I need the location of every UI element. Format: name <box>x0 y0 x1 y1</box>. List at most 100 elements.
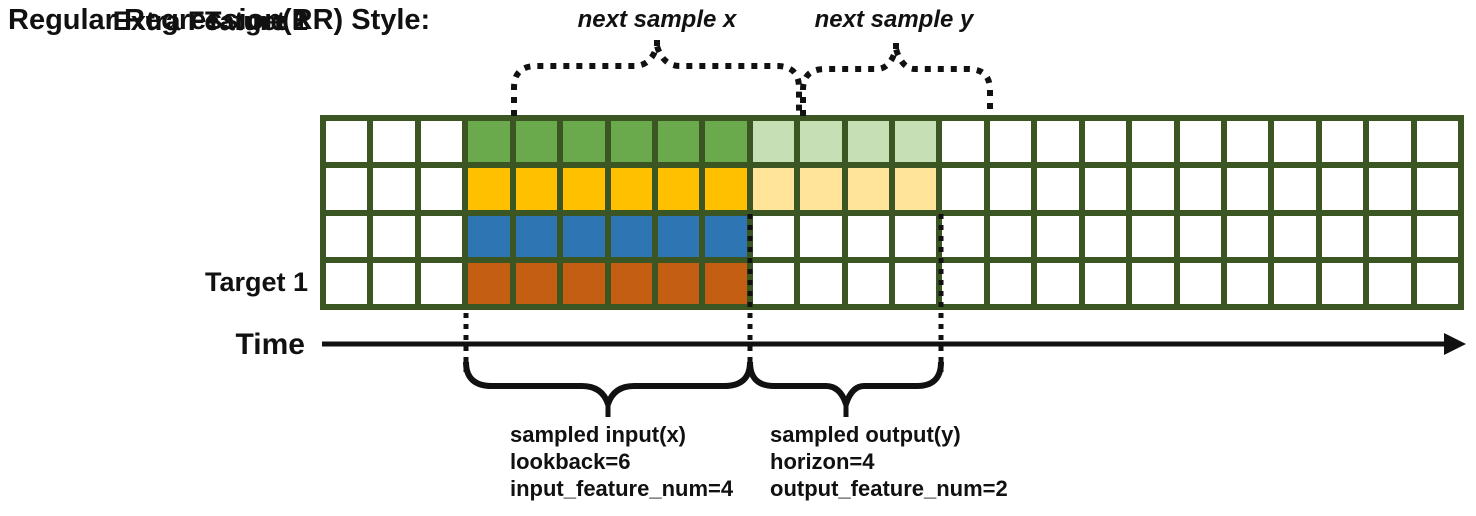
grid-cell <box>1226 215 1269 257</box>
grid-cell <box>895 168 937 210</box>
grid-cell <box>752 121 795 163</box>
grid-cell <box>515 215 558 257</box>
grid-cell <box>1084 215 1127 257</box>
sampled-output-annotation: sampled output(y) horizon=4 output_featu… <box>770 421 1008 502</box>
grid-cell <box>1416 215 1458 257</box>
grid-cell <box>800 121 842 163</box>
grid-cell <box>1369 168 1411 210</box>
grid-cell <box>1084 262 1127 304</box>
grid-cell <box>373 262 415 304</box>
grid-cell <box>989 215 1032 257</box>
grid-cell <box>1179 168 1221 210</box>
grid-cell <box>515 121 558 163</box>
lookback-value: lookback=6 <box>510 449 631 474</box>
grid-cell <box>895 121 937 163</box>
grid-cell <box>1037 121 1079 163</box>
grid-cell <box>1274 168 1316 210</box>
grid-cell <box>1037 168 1079 210</box>
grid-cell <box>1226 121 1269 163</box>
grid-cell <box>942 168 984 210</box>
grid-cell <box>373 121 415 163</box>
input-feature-num-value: input_feature_num=4 <box>510 476 734 501</box>
grid-cell <box>847 215 889 257</box>
row-label-target-2: Target 2 <box>204 6 308 36</box>
grid-cell <box>326 121 368 163</box>
grid-cell <box>1132 168 1174 210</box>
grid-cell <box>1037 262 1079 304</box>
grid-cell <box>800 215 842 257</box>
grid-cell <box>752 215 795 257</box>
grid-cell <box>563 215 605 257</box>
next-sample-y-label: next sample y <box>814 6 974 33</box>
grid-cell <box>373 215 415 257</box>
next-sample-x-brace <box>511 35 802 116</box>
grid-cell <box>420 121 463 163</box>
grid-cell <box>705 168 747 210</box>
next-sample-x-label: next sample x <box>577 6 737 33</box>
grid-cell <box>420 168 463 210</box>
grid-cell <box>705 215 747 257</box>
grid-cell <box>752 262 795 304</box>
grid-cell <box>563 121 605 163</box>
grid-cell <box>705 262 747 304</box>
grid-cell <box>1179 121 1221 163</box>
row-label-extra-feature-2: Extra Feature 2 <box>112 6 308 36</box>
grid-cell <box>1084 121 1127 163</box>
grid-cell <box>942 121 984 163</box>
grid-cell <box>326 215 368 257</box>
grid-cell <box>1226 168 1269 210</box>
row-label-target-1: Target 1 <box>204 267 308 297</box>
grid-cell <box>1274 215 1316 257</box>
grid-cell <box>1369 262 1411 304</box>
grid-cell <box>468 262 510 304</box>
grid-cell <box>989 121 1032 163</box>
grid-cell <box>1132 262 1174 304</box>
grid-cell <box>1179 262 1221 304</box>
grid-cell <box>705 121 747 163</box>
sampled-input-annotation: sampled input(x) lookback=6 input_featur… <box>510 421 733 502</box>
grid-cell <box>515 168 558 210</box>
diagram-title: Regular Regression(RR) Style: <box>8 4 431 36</box>
sampled-output-brace <box>747 361 944 414</box>
grid-cell <box>610 262 652 304</box>
grid-cell <box>1132 215 1174 257</box>
grid-cell <box>800 262 842 304</box>
sampled-input-brace <box>463 361 753 414</box>
grid-cell <box>420 215 463 257</box>
grid-cell <box>563 262 605 304</box>
grid-cell <box>1416 262 1458 304</box>
grid-cell <box>468 121 510 163</box>
time-series-grid <box>320 115 1464 310</box>
grid-cell <box>1321 215 1364 257</box>
grid-cell <box>610 215 652 257</box>
grid-cell <box>373 168 415 210</box>
grid-cell <box>468 215 510 257</box>
grid-cell <box>1321 168 1364 210</box>
time-arrowhead <box>1444 333 1466 355</box>
grid-cell <box>657 121 700 163</box>
output-feature-num-value: output_feature_num=2 <box>770 476 1008 501</box>
grid-cell <box>1369 215 1411 257</box>
grid-cell <box>420 262 463 304</box>
grid-cell <box>515 262 558 304</box>
grid-cell <box>1416 168 1458 210</box>
sampled-input-title: sampled input(x) <box>510 422 687 447</box>
grid-cell <box>657 215 700 257</box>
grid-cell <box>1179 215 1221 257</box>
grid-cell <box>468 168 510 210</box>
grid-cell <box>563 168 605 210</box>
grid-cell <box>657 168 700 210</box>
grid-cell <box>847 168 889 210</box>
time-axis-label: Time <box>235 328 305 361</box>
grid-cell <box>1369 121 1411 163</box>
next-sample-y-brace <box>800 38 993 116</box>
grid-cell <box>610 168 652 210</box>
grid-cell <box>895 262 937 304</box>
grid-cell <box>1416 121 1458 163</box>
grid-cell <box>1321 262 1364 304</box>
grid-cell <box>1037 215 1079 257</box>
grid-cell <box>1321 121 1364 163</box>
grid-cell <box>326 168 368 210</box>
grid-cell <box>847 121 889 163</box>
